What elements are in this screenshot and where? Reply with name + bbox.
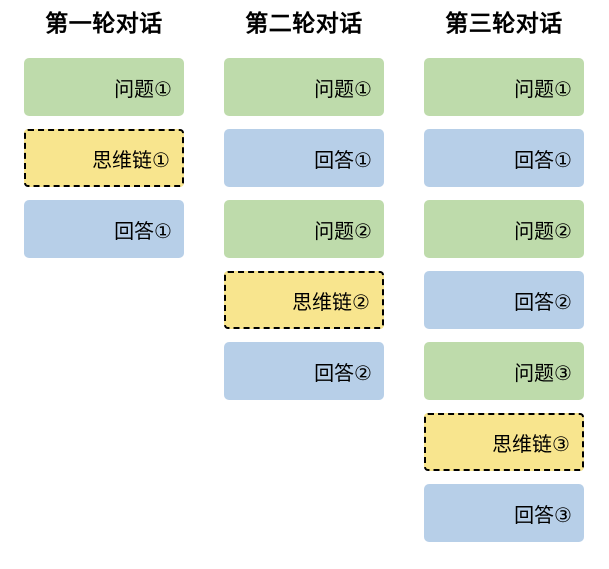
column-boxes: 问题① 回答① 问题② 回答② 问题③ 思维链③ 回答③ (424, 58, 584, 542)
question-box: 问题① (224, 58, 384, 116)
box-label: 问题② (514, 220, 572, 243)
question-box: 问题② (224, 200, 384, 258)
dialogue-round-column-2: 第二轮对话 问题① 回答① 问题② 思维链② 回答② (224, 8, 384, 569)
box-label: 问题① (114, 78, 172, 101)
answer-box: 回答② (224, 342, 384, 400)
box-label: 问题② (314, 220, 372, 243)
column-title: 第三轮对话 (445, 10, 563, 36)
answer-box: 回答① (24, 200, 184, 258)
box-label: 问题① (514, 78, 572, 101)
box-label: 问题③ (514, 362, 572, 385)
answer-box: 回答① (224, 129, 384, 187)
box-label: 问题① (314, 78, 372, 101)
box-label: 回答① (514, 149, 572, 172)
box-label: 思维链② (292, 291, 370, 314)
column-boxes: 问题① 回答① 问题② 思维链② 回答② (224, 58, 384, 400)
answer-box: 回答③ (424, 484, 584, 542)
box-label: 回答① (314, 149, 372, 172)
cot-box: 思维链① (24, 129, 184, 187)
question-box: 问题① (24, 58, 184, 116)
column-title: 第二轮对话 (245, 10, 363, 36)
answer-box: 回答① (424, 129, 584, 187)
box-label: 回答② (514, 291, 572, 314)
box-label: 思维链③ (492, 433, 570, 456)
box-label: 回答② (314, 362, 372, 385)
cot-box: 思维链③ (424, 413, 584, 471)
dialogue-round-column-3: 第三轮对话 问题① 回答① 问题② 回答② 问题③ 思维链③ 回答③ (424, 8, 584, 569)
box-label: 回答③ (514, 504, 572, 527)
question-box: 问题① (424, 58, 584, 116)
question-box: 问题② (424, 200, 584, 258)
column-boxes: 问题① 思维链① 回答① (24, 58, 184, 258)
box-label: 回答① (114, 220, 172, 243)
cot-box: 思维链② (224, 271, 384, 329)
dialogue-round-column-1: 第一轮对话 问题① 思维链① 回答① (24, 8, 184, 569)
answer-box: 回答② (424, 271, 584, 329)
box-label: 思维链① (92, 149, 170, 172)
question-box: 问题③ (424, 342, 584, 400)
column-title: 第一轮对话 (45, 10, 163, 36)
